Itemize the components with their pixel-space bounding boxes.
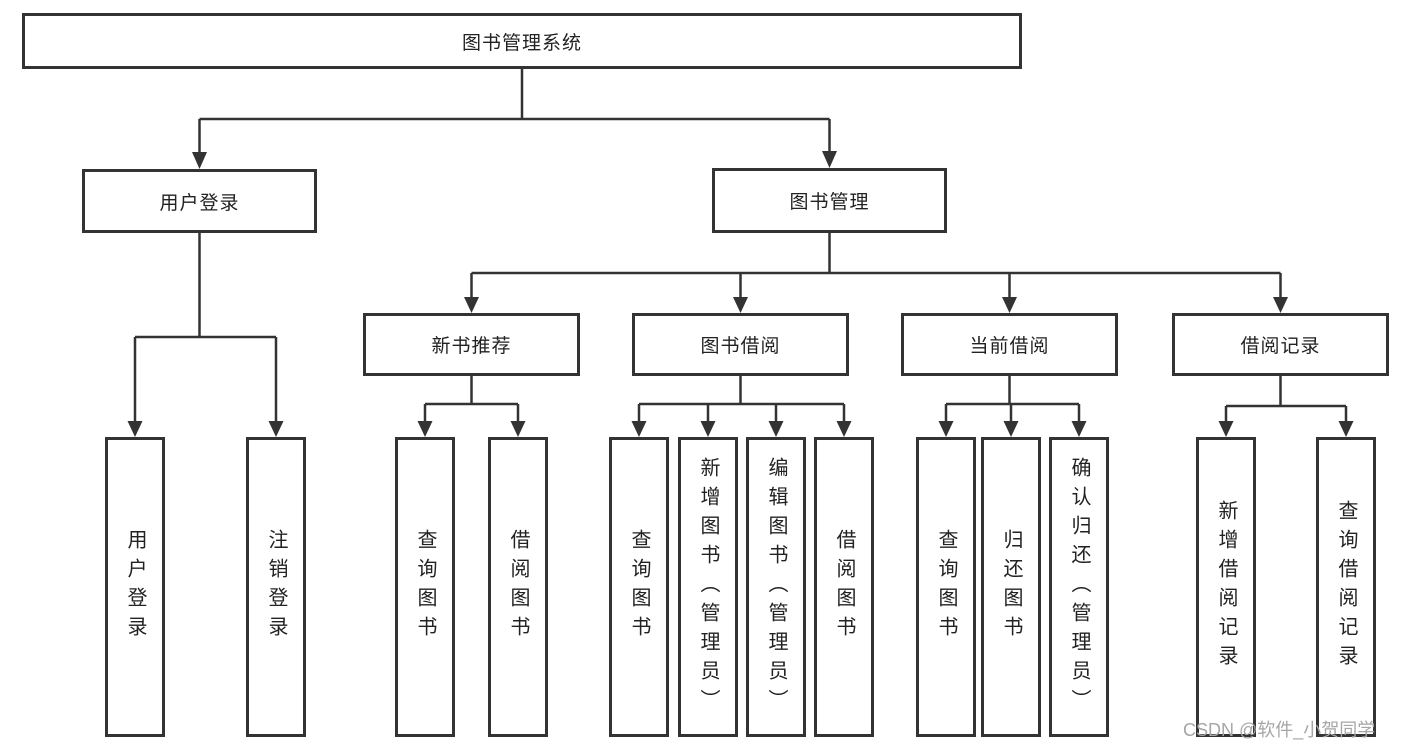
leaf-query-borrow-record-label: 查询借阅记录 (1335, 500, 1357, 674)
node-book-management: 图书管理 (712, 168, 947, 233)
node-user-login: 用户登录 (82, 169, 317, 233)
leaf-query-books-3: 查询图书 (916, 437, 976, 737)
leaf-logout: 注销登录 (246, 437, 306, 737)
leaf-user-login: 用户登录 (105, 437, 165, 737)
node-new-book-recommend: 新书推荐 (363, 313, 580, 376)
node-current-borrowing: 当前借阅 (901, 313, 1118, 376)
node-new-book-recommend-label: 新书推荐 (431, 336, 512, 357)
leaf-query-books-1-label: 查询图书 (414, 529, 436, 645)
node-current-borrowing-label: 当前借阅 (969, 336, 1050, 357)
leaf-confirm-return-admin-label: 确认归还（管理员） (1068, 456, 1090, 718)
leaf-borrow-books-1-label: 借阅图书 (507, 529, 529, 645)
leaf-return-books: 归还图书 (981, 437, 1041, 737)
csdn-watermark: CSDN @软件_小贺同学 (1183, 720, 1376, 740)
leaf-query-borrow-record: 查询借阅记录 (1316, 437, 1376, 737)
leaf-edit-books-admin-label: 编辑图书（管理员） (765, 456, 787, 718)
leaf-edit-books-admin: 编辑图书（管理员） (746, 437, 806, 737)
leaf-logout-label: 注销登录 (265, 529, 287, 645)
connector-new-books-to-leaves (417, 376, 526, 437)
leaf-query-books-1: 查询图书 (395, 437, 455, 737)
leaf-add-books-admin-label: 新增图书（管理员） (697, 456, 719, 718)
leaf-add-books-admin: 新增图书（管理员） (678, 437, 738, 737)
connector-user-login-to-leaves (127, 233, 284, 437)
node-book-management-label: 图书管理 (789, 192, 870, 213)
connector-book-mgmt-to-level3 (464, 233, 1288, 313)
leaf-query-books-2-label: 查询图书 (628, 529, 650, 645)
connector-current-borrow-to-leaves (938, 376, 1087, 437)
leaf-confirm-return-admin: 确认归还（管理员） (1049, 437, 1109, 737)
node-borrowing-records-label: 借阅记录 (1240, 336, 1321, 357)
leaf-add-borrow-record: 新增借阅记录 (1196, 437, 1256, 737)
leaf-return-books-label: 归还图书 (1000, 529, 1022, 645)
leaf-add-borrow-record-label: 新增借阅记录 (1215, 500, 1237, 674)
node-book-borrowing-label: 图书借阅 (700, 336, 781, 357)
connector-borrow-records-to-leaves (1218, 376, 1354, 437)
node-user-login-label: 用户登录 (159, 192, 240, 214)
node-root-system-label: 图书管理系统 (461, 32, 582, 54)
leaf-query-books-2: 查询图书 (609, 437, 669, 737)
leaf-borrow-books-1: 借阅图书 (488, 437, 548, 737)
node-root-system: 图书管理系统 (22, 13, 1022, 69)
connector-root-to-level2 (192, 69, 837, 169)
leaf-borrow-books-2-label: 借阅图书 (833, 529, 855, 645)
connector-book-borrow-to-leaves (631, 376, 852, 437)
leaf-borrow-books-2: 借阅图书 (814, 437, 874, 737)
leaf-query-books-3-label: 查询图书 (935, 529, 957, 645)
leaf-user-login-label: 用户登录 (124, 529, 146, 645)
node-borrowing-records: 借阅记录 (1172, 313, 1389, 376)
node-book-borrowing: 图书借阅 (632, 313, 849, 376)
